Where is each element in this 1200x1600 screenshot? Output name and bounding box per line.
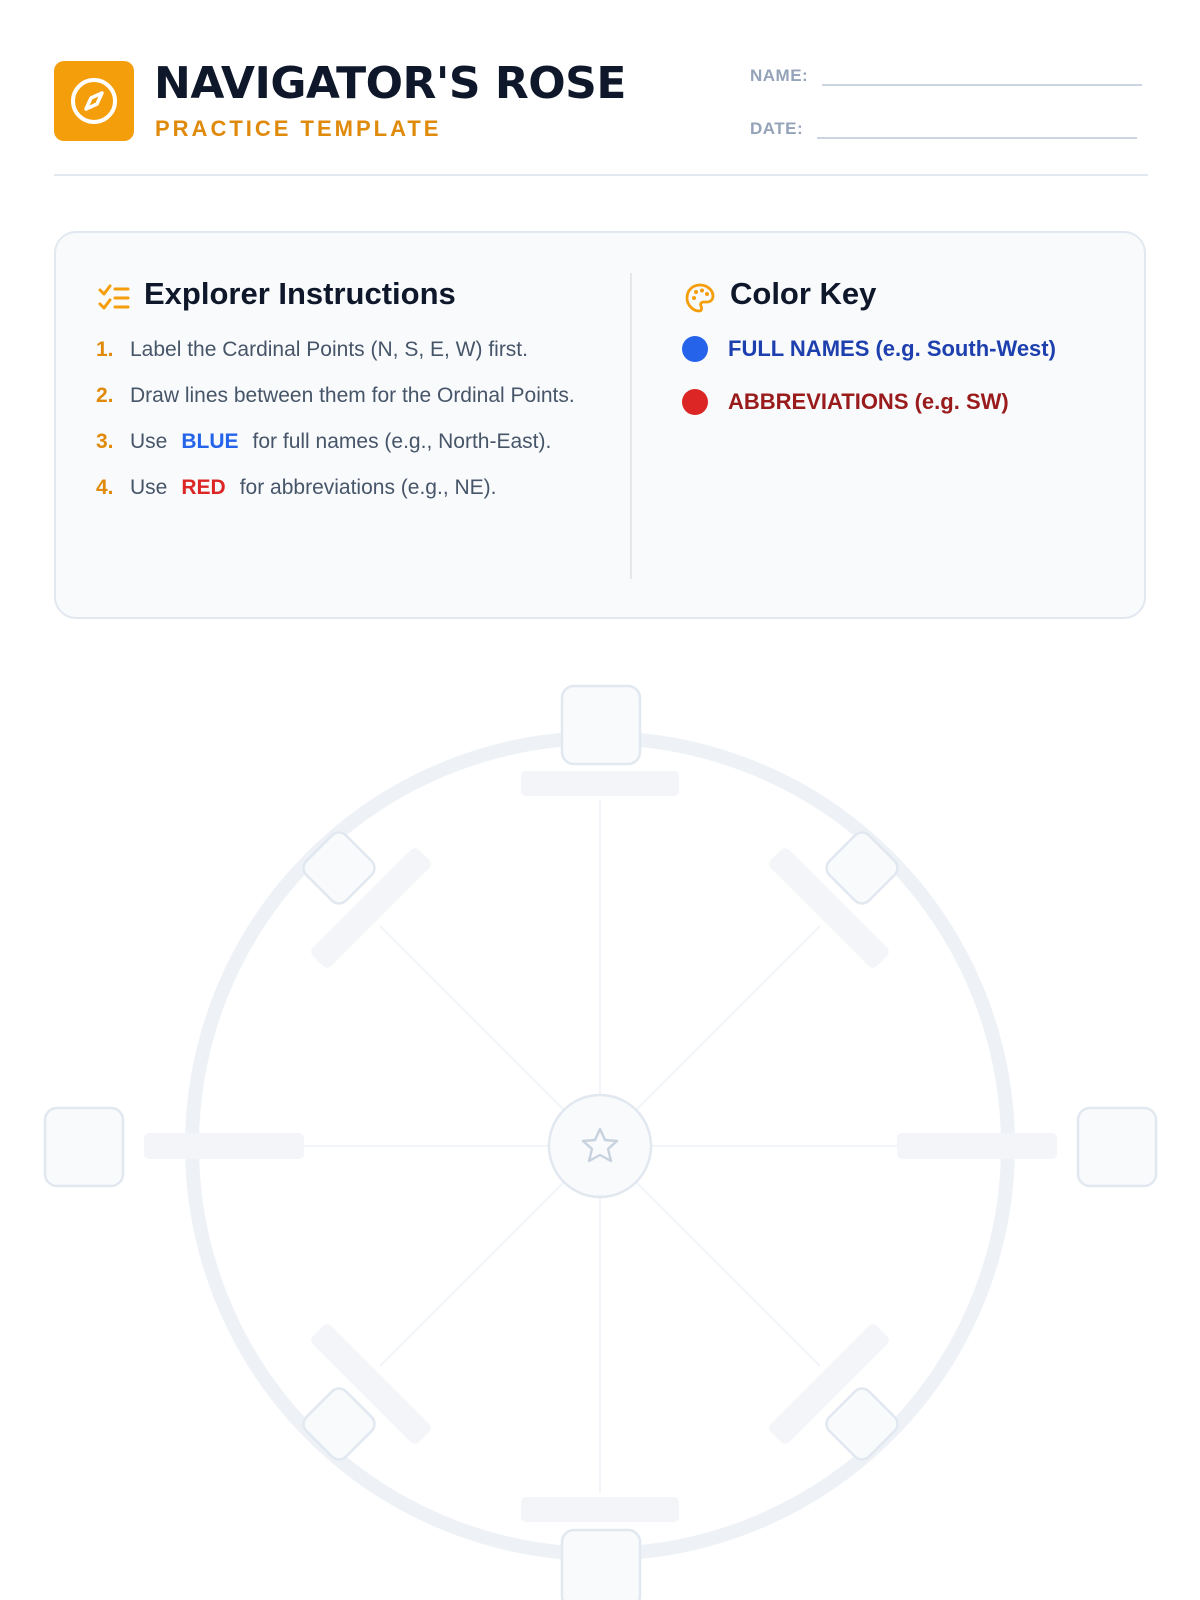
page-subtitle: PRACTICE TEMPLATE	[155, 116, 442, 141]
header: NAVIGATOR'S ROSE PRACTICE TEMPLATE NAME:…	[54, 58, 1148, 178]
ne-answer-box[interactable]	[822, 828, 901, 907]
red-highlight: RED	[181, 476, 226, 499]
step-text-post: for full names (e.g., North-East).	[252, 430, 552, 453]
north-label-bar[interactable]	[521, 771, 679, 796]
name-label: NAME:	[750, 66, 809, 85]
sw-answer-box[interactable]	[299, 1384, 378, 1463]
instructions-card: Explorer Instructions 1. Label the Cardi…	[54, 231, 1146, 619]
west-label-bar[interactable]	[144, 1133, 304, 1159]
blue-highlight: BLUE	[181, 430, 239, 453]
palette-icon	[685, 283, 715, 313]
checklist-icon	[98, 284, 130, 310]
north-answer-box[interactable]	[560, 684, 642, 766]
nw-label-bar[interactable]	[309, 846, 433, 970]
step-number: 3.	[96, 430, 114, 453]
se-answer-box[interactable]	[822, 1384, 901, 1463]
step-number: 1.	[96, 338, 114, 361]
step-text-post: for abbreviations (e.g., NE).	[239, 476, 497, 499]
step-text: Label the Cardinal Points (N, S, E, W) f…	[130, 338, 528, 361]
list-item: 4. Use RED for abbreviations (e.g., NE).	[96, 471, 576, 504]
step-text: Use BLUE for full names (e.g., North-Eas…	[130, 425, 576, 458]
sw-label-bar[interactable]	[309, 1322, 433, 1446]
step-text: Draw lines between them for the Ordinal …	[130, 384, 575, 407]
center-hub	[547, 1093, 653, 1199]
se-label-bar[interactable]	[767, 1322, 891, 1446]
east-answer-box[interactable]	[1076, 1106, 1158, 1188]
south-label-bar[interactable]	[521, 1497, 679, 1522]
compass-icon	[54, 61, 134, 141]
red-dot-icon	[682, 389, 708, 415]
list-item: 1. Label the Cardinal Points (N, S, E, W…	[96, 333, 576, 366]
nw-answer-box[interactable]	[299, 828, 378, 907]
south-answer-box[interactable]	[560, 1528, 642, 1600]
step-number: 2.	[96, 384, 114, 407]
color-key-label: FULL NAMES (e.g. South-West)	[728, 336, 1056, 361]
step-number: 4.	[96, 476, 114, 499]
color-key-abbreviations: ABBREVIATIONS (e.g. SW)	[682, 389, 1009, 415]
east-label-bar[interactable]	[897, 1133, 1057, 1159]
list-item: 2. Draw lines between them for the Ordin…	[96, 379, 576, 412]
instructions-heading: Explorer Instructions	[144, 276, 456, 311]
name-field: NAME:	[750, 60, 1143, 86]
west-answer-box[interactable]	[43, 1106, 125, 1188]
step-text: Use RED for abbreviations (e.g., NE).	[130, 471, 576, 504]
step-text-pre: Use	[130, 476, 168, 499]
instructions-list: 1. Label the Cardinal Points (N, S, E, W…	[96, 333, 576, 517]
header-divider	[54, 174, 1148, 176]
color-key-full-names: FULL NAMES (e.g. South-West)	[682, 336, 1056, 362]
page-title: NAVIGATOR'S ROSE	[154, 58, 626, 109]
star-icon	[581, 1127, 619, 1163]
date-label: DATE:	[750, 119, 804, 138]
blue-dot-icon	[682, 336, 708, 362]
list-item: 3. Use BLUE for full names (e.g., North-…	[96, 425, 576, 458]
card-divider	[630, 273, 632, 579]
color-key-heading: Color Key	[730, 276, 877, 311]
step-text-pre: Use	[130, 430, 168, 453]
date-input-line[interactable]	[817, 113, 1138, 139]
color-key-label: ABBREVIATIONS (e.g. SW)	[728, 389, 1009, 414]
name-input-line[interactable]	[822, 60, 1143, 86]
ne-label-bar[interactable]	[767, 846, 891, 970]
date-field: DATE:	[750, 113, 1138, 139]
